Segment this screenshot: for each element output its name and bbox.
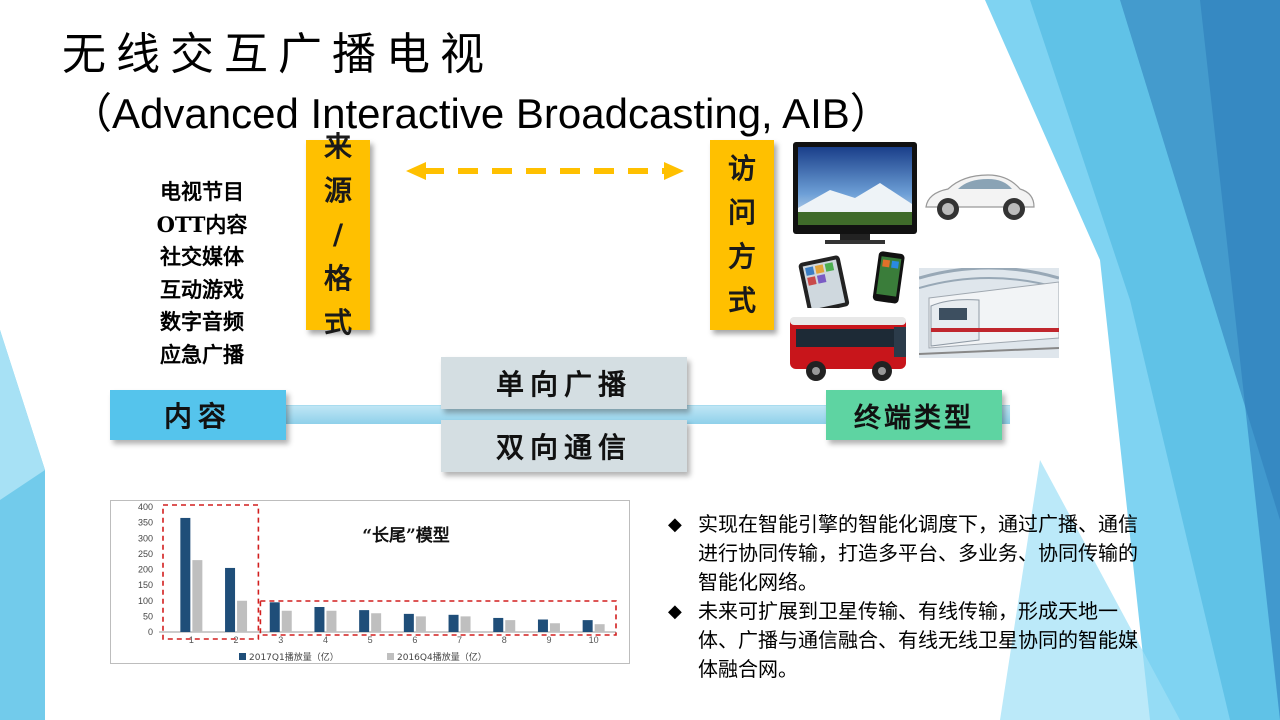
content-type-item: 社交媒体 bbox=[160, 244, 244, 269]
access-method-box: 访 问 方 式 bbox=[710, 140, 774, 330]
chart-bar bbox=[326, 610, 337, 632]
x-tick-label: 4 bbox=[323, 635, 328, 645]
tail-highlight-box bbox=[259, 600, 617, 636]
content-type-item: 应急广播 bbox=[160, 341, 244, 367]
access-char: 访 bbox=[727, 152, 756, 185]
tablet-phone-image bbox=[798, 251, 905, 308]
bullet-text: 未来可扩展到卫星传输、有线传输，形成天地一体、广播与通信融合、有线无线卫星协同的… bbox=[698, 599, 1138, 681]
train-image bbox=[919, 268, 1059, 358]
chart-bar bbox=[192, 560, 203, 632]
chart-bar bbox=[460, 616, 471, 632]
x-tick-label: 9 bbox=[546, 635, 551, 645]
x-tick-label: 7 bbox=[457, 635, 462, 645]
chart-bar bbox=[281, 610, 292, 632]
content-type-item: 互动游戏 bbox=[160, 276, 244, 302]
terminal-type-label-box: 终端类型 bbox=[826, 390, 1002, 440]
diamond-bullet-icon: ◆ bbox=[668, 601, 682, 622]
tv-image bbox=[785, 138, 920, 256]
chart-bar bbox=[359, 610, 370, 632]
double-arrow-icon bbox=[406, 162, 684, 180]
content-type-item: OTT内容 bbox=[156, 211, 248, 237]
bullet-list: ◆ 实现在智能引擎的智能化调度下，通过广播、通信进行协同传输，打造多平台、多业务… bbox=[668, 510, 1138, 684]
source-char: 来 bbox=[323, 130, 352, 163]
one-way-broadcast-box: 单向广播 bbox=[441, 357, 687, 409]
chart-bar bbox=[225, 567, 236, 632]
y-tick-label: 100 bbox=[138, 596, 153, 606]
source-char: / bbox=[332, 218, 344, 251]
chart-bar bbox=[549, 623, 560, 632]
two-way-communication-box: 双向通信 bbox=[441, 420, 687, 472]
content-label-box: 内容 bbox=[110, 390, 286, 440]
long-tail-chart: 0 50 100 150 200 250 300 350 400 1 2 3 4 5 6 7 8 9 10 “长尾”模… bbox=[110, 500, 630, 664]
diamond-bullet-icon: ◆ bbox=[668, 514, 682, 535]
chart-bar bbox=[403, 613, 414, 632]
source-char: 源 bbox=[323, 174, 352, 207]
content-type-item: 电视节目 bbox=[160, 179, 244, 204]
source-format-box: 来 源 / 格 式 bbox=[306, 130, 370, 339]
source-char: 式 bbox=[323, 306, 352, 339]
chart-bar bbox=[415, 616, 426, 632]
x-tick-label: 3 bbox=[278, 635, 283, 645]
x-tick-label: 5 bbox=[368, 635, 373, 645]
access-char: 方 bbox=[727, 240, 756, 273]
car-image bbox=[925, 174, 1035, 220]
bullet-item: ◆ 实现在智能引擎的智能化调度下，通过广播、通信进行协同传输，打造多平台、多业务… bbox=[668, 510, 1138, 597]
source-char: 格 bbox=[323, 262, 352, 295]
y-tick-label: 200 bbox=[138, 565, 153, 575]
legend-label: 2017Q1播放量（亿） bbox=[249, 651, 339, 663]
head-highlight-box bbox=[162, 504, 260, 640]
chart-bar bbox=[505, 620, 516, 632]
chart-bar bbox=[314, 607, 325, 632]
chart-bar bbox=[269, 602, 280, 632]
chart-bar bbox=[237, 600, 248, 632]
bullet-item: ◆ 未来可扩展到卫星传输、有线传输，形成天地一体、广播与通信融合、有线无线卫星协… bbox=[668, 597, 1138, 684]
x-tick-label: 10 bbox=[589, 635, 599, 645]
chart-bar bbox=[537, 619, 548, 632]
chart-bar bbox=[493, 617, 504, 632]
y-tick-label: 300 bbox=[138, 533, 153, 543]
y-tick-label: 250 bbox=[138, 549, 153, 559]
y-tick-label: 350 bbox=[138, 518, 153, 528]
y-tick-label: 150 bbox=[138, 580, 153, 590]
legend-swatch bbox=[239, 653, 246, 660]
page-subtitle: （Advanced Interactive Broadcasting, AIB） bbox=[70, 90, 892, 137]
content-type-list: 电视节目 OTT内容 社交媒体 互动游戏 数字音频 应急广播 bbox=[142, 176, 262, 371]
content-type-item: 数字音频 bbox=[160, 309, 244, 334]
page-title: 无线交互广播电视 bbox=[62, 29, 494, 80]
chart-svg: 0 50 100 150 200 250 300 350 400 1 2 3 4 5 6 7 8 9 10 “长尾”模… bbox=[138, 502, 617, 663]
chart-bar bbox=[371, 613, 382, 632]
x-tick-label: 2 bbox=[234, 635, 239, 645]
chart-title: “长尾”模型 bbox=[362, 525, 450, 546]
chart-bar bbox=[582, 620, 593, 632]
chart-bar bbox=[594, 624, 605, 632]
x-tick-label: 6 bbox=[412, 635, 417, 645]
access-char: 问 bbox=[727, 196, 756, 229]
legend-label: 2016Q4播放量（亿） bbox=[397, 651, 487, 663]
bullet-text: 实现在智能引擎的智能化调度下，通过广播、通信进行协同传输，打造多平台、多业务、协… bbox=[698, 512, 1138, 594]
chart-bar bbox=[448, 614, 459, 632]
access-char: 式 bbox=[727, 284, 756, 317]
y-tick-label: 0 bbox=[148, 627, 153, 637]
y-tick-label: 400 bbox=[138, 502, 153, 512]
chart-bar bbox=[180, 517, 191, 632]
y-tick-label: 50 bbox=[143, 611, 153, 621]
x-tick-label: 1 bbox=[189, 635, 194, 645]
bus-image bbox=[790, 317, 906, 381]
x-tick-label: 8 bbox=[502, 635, 507, 645]
legend-swatch bbox=[387, 653, 394, 660]
